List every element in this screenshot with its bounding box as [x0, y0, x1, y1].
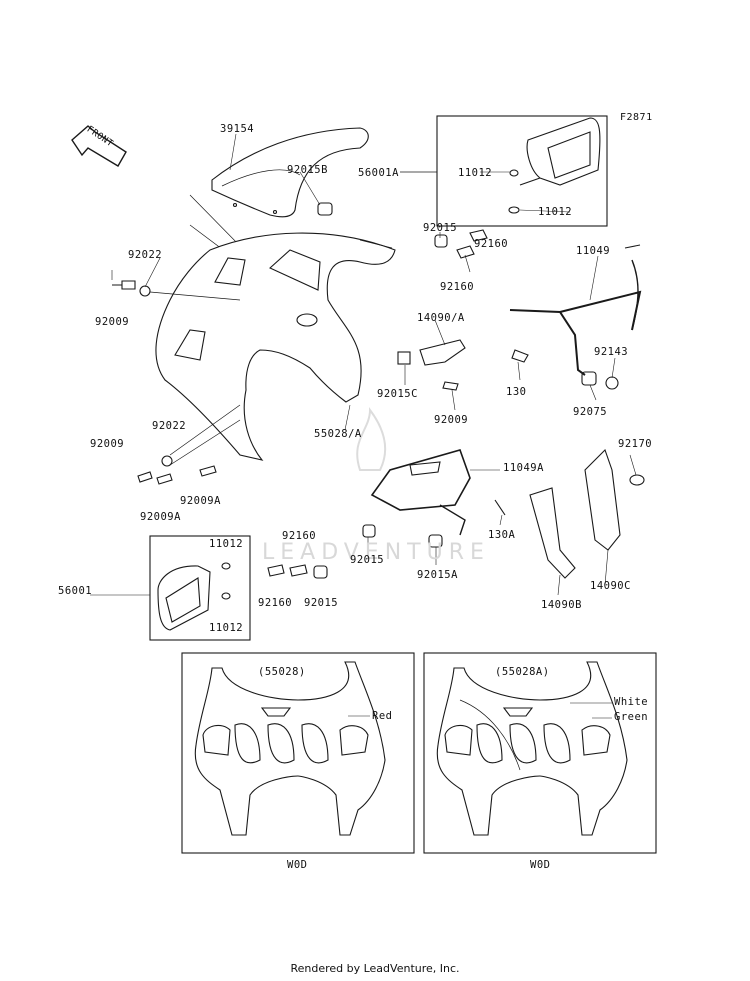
- figure-code: F2871: [620, 112, 653, 123]
- callout-92160-c: 92160: [282, 530, 317, 542]
- callout-130: 130: [506, 386, 527, 398]
- clip-92160c-icon: [267, 564, 285, 577]
- clip-92160-icon: [456, 245, 475, 259]
- callout-92009-c: 92009: [90, 438, 125, 450]
- callout-11012-c: 11012: [209, 538, 244, 550]
- callout-92015a: 92015A: [417, 569, 458, 581]
- bracket-14090c-icon: [584, 448, 621, 551]
- callout-56001: 56001: [58, 585, 93, 597]
- callout-130a: 130A: [488, 529, 516, 541]
- plug-92170-icon: [629, 474, 645, 486]
- variant-right-color-1: White: [614, 696, 649, 708]
- callout-92009a-b: 92009A: [140, 511, 181, 523]
- bolt-92009-icon: [112, 280, 136, 290]
- variant-left-model: W0D: [287, 859, 308, 871]
- callout-14090b: 14090B: [541, 599, 582, 611]
- variant-left-code: (55028): [258, 666, 306, 678]
- callout-92009a-a: 92009A: [180, 495, 221, 507]
- grommet-11012d-icon: [221, 592, 231, 600]
- callout-39154: 39154: [220, 123, 255, 135]
- callout-92015-c: 92015: [304, 597, 339, 609]
- washer-92022b-icon: [161, 455, 173, 467]
- callout-92075: 92075: [573, 406, 608, 418]
- nut-92015-icon: [434, 234, 448, 248]
- variant-left-color: Red: [372, 710, 393, 722]
- nut-92015c-icon: [313, 565, 328, 579]
- callout-92015-b: 92015: [350, 554, 385, 566]
- mirror-b-icon: [157, 565, 211, 631]
- grommet-11012c-icon: [221, 562, 231, 570]
- mirror-a-icon: [519, 117, 601, 186]
- callout-92015b: 92015B: [287, 164, 328, 176]
- bolt-92009b-icon: [137, 471, 153, 483]
- bolt-92009a-icon: [156, 473, 173, 485]
- collar-92075-icon: [581, 371, 597, 386]
- callout-92015-a: 92015: [423, 222, 458, 234]
- callout-55028a: 55028/A: [314, 428, 362, 440]
- stay-11049a-part: [370, 449, 471, 536]
- watermark-logo-icon: [356, 407, 387, 471]
- grommet-11012a-icon: [509, 169, 519, 177]
- callout-92160-b: 92160: [440, 281, 475, 293]
- callout-92022-a: 92022: [128, 249, 163, 261]
- callout-92009-b: 92009: [434, 414, 469, 426]
- variant-right-cowl-icon: [436, 661, 628, 836]
- footer-credit: Rendered by LeadVenture, Inc.: [290, 962, 460, 975]
- callout-14090c: 14090C: [590, 580, 631, 592]
- bracket-14090b-icon: [529, 487, 576, 579]
- callout-92160-a: 92160: [474, 238, 509, 250]
- callout-92170: 92170: [618, 438, 653, 450]
- grommet-92015b-icon: [317, 202, 333, 216]
- callout-11012-d: 11012: [209, 622, 244, 634]
- variant-right-model: W0D: [530, 859, 551, 871]
- callout-92009-a: 92009: [95, 316, 130, 328]
- callout-14090a: 14090/A: [417, 312, 465, 324]
- windscreen-part: [211, 127, 369, 218]
- nut-92015b-icon: [362, 524, 376, 538]
- clip-92015c-icon: [397, 351, 411, 365]
- damper-92143-icon: [605, 376, 619, 390]
- washer-92022-icon: [139, 285, 151, 297]
- mirror-a-box: [436, 115, 608, 227]
- watermark-text: LEADVENTURE: [262, 540, 490, 565]
- nut-92015a-icon: [428, 534, 443, 548]
- callout-11012-b: 11012: [538, 206, 573, 218]
- bolt-130a-icon: [494, 499, 506, 516]
- callout-11049a: 11049A: [503, 462, 544, 474]
- bolt-92009c-icon: [442, 381, 459, 391]
- bracket-14090a-icon: [419, 339, 466, 366]
- variant-left-box: [181, 652, 415, 854]
- variant-right-color-2: Green: [614, 711, 649, 723]
- front-arrow-icon: [71, 125, 127, 167]
- variant-right-code: (55028A): [495, 666, 550, 678]
- upper-cowl-part: [155, 232, 396, 461]
- grommet-11012b-icon: [508, 206, 520, 214]
- callout-92022-b: 92022: [152, 420, 187, 432]
- mirror-b-box: [149, 535, 251, 641]
- stay-11049-part: [509, 244, 642, 376]
- clip-92160b-icon: [469, 229, 488, 242]
- bolt-92009a2-icon: [199, 465, 217, 477]
- clip-92160d-icon: [289, 564, 308, 577]
- bolt-130-icon: [511, 349, 529, 363]
- callout-11049: 11049: [576, 245, 611, 257]
- callout-92160-d: 92160: [258, 597, 293, 609]
- callout-92015c: 92015C: [377, 388, 418, 400]
- variant-right-box: [423, 652, 657, 854]
- callout-92143: 92143: [594, 346, 629, 358]
- callout-11012-a: 11012: [458, 167, 493, 179]
- variant-left-cowl-icon: [194, 661, 386, 836]
- callout-56001a: 56001A: [358, 167, 399, 179]
